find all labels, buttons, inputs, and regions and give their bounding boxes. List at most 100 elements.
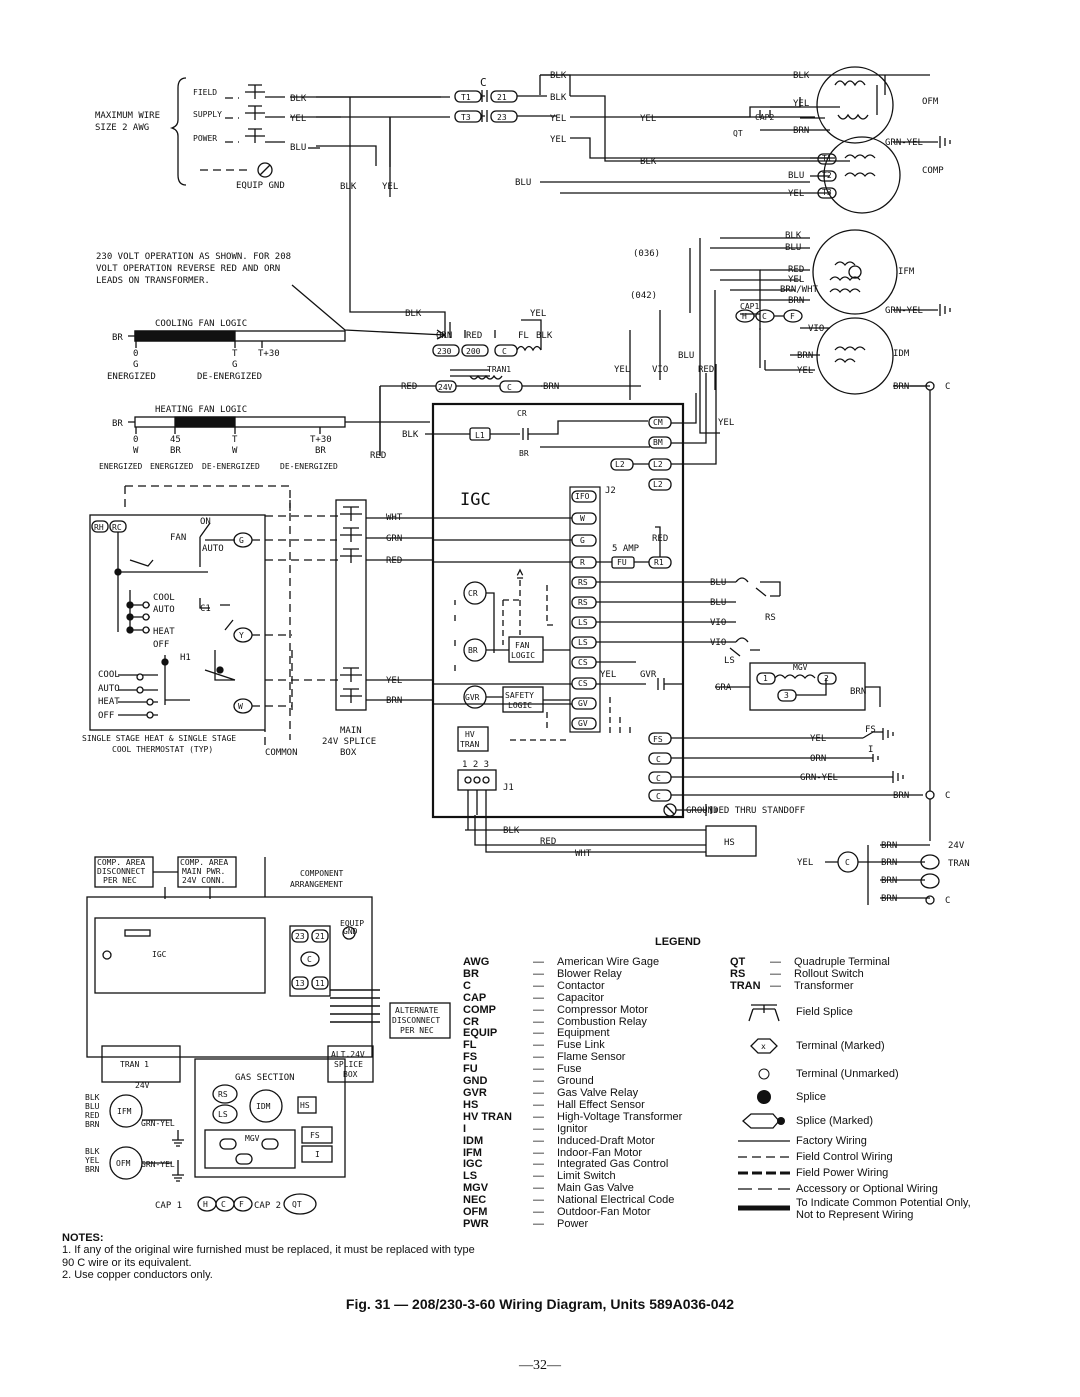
wire-grnyel-1: GRN-YEL [885,138,923,148]
ca-tran1: TRAN 1 [120,1060,149,1069]
gvr-contact: GVR [640,670,657,680]
legend-dash: — [533,1134,544,1147]
igc-t-w: W [580,514,585,523]
heating-state-4: DE-ENERGIZED [280,462,338,471]
igc-title: IGC [460,490,491,510]
legend-definition: Limit Switch [557,1170,616,1183]
legend-symbol-row: Field Control Wiring [732,1149,972,1165]
fan-logic-2: LOGIC [511,651,535,660]
legend-definition: Ignitor [557,1122,588,1135]
legend-row: TRAN—Transformer [730,979,890,993]
ls-label: LS [724,656,735,666]
legend-definition: Flame Sensor [557,1051,626,1064]
page-number: —32— [519,1358,561,1373]
wire-yel-5: YEL [640,114,656,124]
legend-abbr: AWG [463,956,490,968]
heating-state-1: ENERGIZED [99,462,143,471]
supply-label: SUPPLY [193,110,222,119]
gas-valve-circuit [715,662,904,783]
c-label-1: C [945,382,950,392]
ca-t11: 11 [315,979,325,988]
tstat-cool-2: COOL [98,670,120,680]
wire-brn-3: BRN [797,351,813,361]
legend-symbol-row: Splice (Marked) [732,1109,972,1133]
legend-dash: — [533,1027,544,1040]
legend-dash: — [533,1015,544,1028]
wire-blk-8: BLK [405,309,422,319]
accessory-wiring-icon [732,1178,796,1200]
legend-abbr: FL [463,1039,477,1052]
legend-dash: — [533,1158,544,1171]
wire-brn-1: BRN [793,126,809,136]
term-23: 23 [497,113,507,122]
ca-altsplice-1: ALT.24V [331,1050,365,1059]
ca-igc: IGC [152,950,167,959]
ca-ofm-w2: YEL [85,1156,100,1165]
ca-ifm-w1: BLK [85,1093,100,1102]
tstat-off-2: OFF [98,711,114,721]
legend-dash: — [533,967,544,980]
wire-yel-12: YEL [718,418,734,428]
ca-alt-2: DISCONNECT [392,1016,440,1025]
note-2: 2. Use copper conductors only. [62,1269,213,1282]
legend-abbr: HS [463,1098,479,1111]
contactor [454,74,571,123]
legend-row: RS—Rollout Switch [730,967,890,981]
wire-blu-6: BLU [710,578,726,588]
term-t3: T3 [461,113,471,122]
legend-row: IDM—Induced-Draft Motor [463,1134,682,1148]
wire-yel-8: YEL [788,275,804,285]
wire-red-4: RED [698,365,714,375]
legend-symbol-label: Terminal (Unmarked) [796,1068,899,1080]
terminal-unmarked-icon [732,1063,796,1085]
heating-br: BR [112,419,123,429]
fan-logic-1: FAN [515,641,530,650]
tstat-auto-2: AUTO [153,605,175,615]
term-t1: T1 [461,93,471,102]
wire-vio-1: VIO [808,324,824,334]
legend-definition: Quadruple Terminal [794,956,890,968]
legend-row: PWR—Power [463,1218,682,1231]
legend-abbr: TRAN [730,979,761,992]
legend-abbr: BR [463,967,479,980]
tran-c-label: C [845,858,850,867]
legend-abbr: IFM [463,1146,482,1159]
diagram-labels: MAXIMUM WIRE SIZE 2 AWG FIELD SUPPLY POW… [82,71,970,1211]
ca-grnyel-2: GRN-YEL [141,1160,175,1169]
mgv-1: 1 [763,674,768,683]
legend-dash: — [770,967,781,980]
legend-row: CAP—Capacitor [463,991,682,1005]
igc-t-gv1: GV [578,699,588,708]
splice-icon [732,1086,796,1108]
v24-label: 24V [948,841,965,851]
legend-dash: — [533,1039,544,1052]
igc-t-ls2: LS [578,638,588,647]
ca-grnyel-1: GRN-YEL [141,1119,175,1128]
wire-red-5: RED [386,556,402,566]
tstat-h1: H1 [180,653,191,663]
wire-grnyel-3: GRN-YEL [800,773,838,783]
wire-yel-4: YEL [550,135,566,145]
wire-blk-1: BLK [290,94,307,104]
legend-abbr: FS [463,1051,478,1064]
notes-title: NOTES: [62,1232,104,1244]
legend-abbr: IDM [463,1134,484,1147]
wire-yel-14: YEL [600,670,616,680]
legend-row: BR—Blower Relay [463,967,682,981]
ca-t13: 13 [295,979,305,988]
legend-definition: Hall Effect Sensor [557,1098,645,1111]
ca-24v: 24V [135,1081,150,1090]
tap-c: C [502,347,507,356]
rs-label: RS [765,613,776,623]
j1-pins: 1 2 3 [462,760,489,770]
tap-200: 200 [466,347,481,356]
wire-brn-11: BRN [881,876,897,886]
fuse-r1: R1 [654,558,664,567]
legend-symbol-label: To Indicate Common Potential Only, Not t… [796,1197,971,1221]
legend-dash: — [533,1003,544,1016]
ca-mgv: MGV [245,1134,260,1143]
legend-definition: Capacitor [557,991,605,1004]
field-power-wiring-icon [732,1162,796,1184]
legend-row: NEC—National Electrical Code [463,1194,682,1207]
